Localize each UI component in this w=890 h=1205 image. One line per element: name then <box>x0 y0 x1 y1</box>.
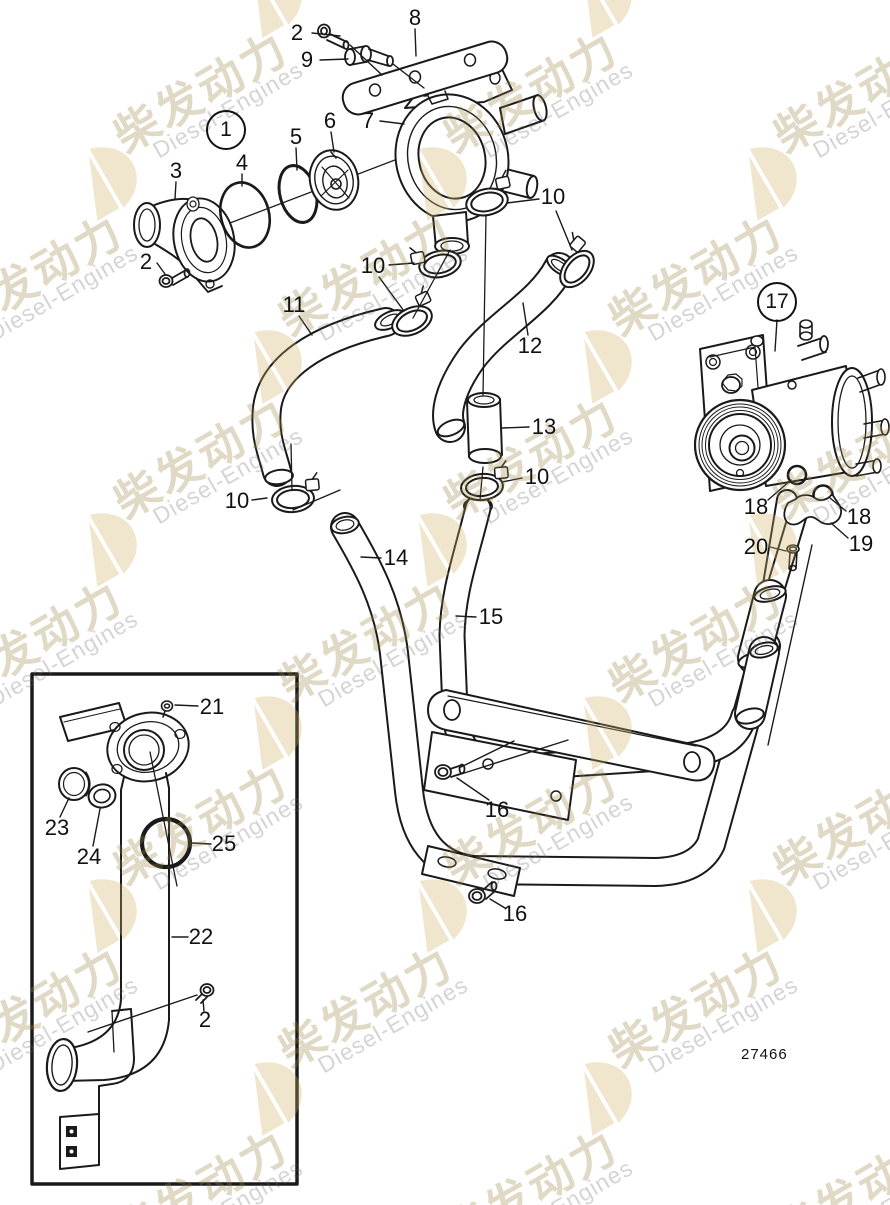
callout-22: 22 <box>188 924 214 949</box>
pipe-14 <box>330 512 781 887</box>
callout-5: 5 <box>289 124 303 149</box>
bolt-16-lower <box>468 881 498 904</box>
callout-21: 21 <box>199 694 225 719</box>
callout-9: 9 <box>300 47 314 72</box>
part-8-bracket <box>341 40 509 116</box>
callout-10: 10 <box>224 488 250 513</box>
drawing-number: 27466 <box>741 1046 788 1063</box>
callout-8: 8 <box>408 5 422 30</box>
callout-10: 10 <box>540 184 566 209</box>
callout-7: 7 <box>361 108 375 133</box>
leader-lines <box>59 28 849 1033</box>
bolt-16-upper <box>434 763 466 780</box>
bolt-21 <box>160 700 174 718</box>
hose-12 <box>432 252 575 443</box>
bolt-2-inset <box>195 983 215 1004</box>
clamp-10-e <box>460 460 509 502</box>
clamp-plate-19 <box>783 493 842 526</box>
plug-23 <box>58 767 91 801</box>
callout-10: 10 <box>524 464 550 489</box>
clamp-10-a <box>465 169 511 217</box>
callout-11: 11 <box>282 292 306 317</box>
part-3-cover <box>130 196 236 293</box>
clamp-10-b <box>409 247 462 279</box>
callout-24: 24 <box>76 844 102 869</box>
pump-17 <box>693 319 890 492</box>
bracket-strap <box>423 689 716 821</box>
part-4-oring <box>218 181 272 249</box>
washer-24 <box>87 783 117 809</box>
clamp-10-d <box>391 285 433 337</box>
callout-18: 18 <box>846 504 872 529</box>
callout-10: 10 <box>360 253 386 278</box>
callout-20: 20 <box>743 534 769 559</box>
connector-13 <box>466 392 503 464</box>
callout-17: 17 <box>757 282 797 322</box>
bolt-20 <box>786 544 800 572</box>
callout-1: 1 <box>206 110 246 150</box>
callout-19: 19 <box>848 531 874 556</box>
callout-13: 13 <box>531 414 557 439</box>
inset-bracket <box>59 1008 135 1170</box>
part-6-thermostat <box>308 149 360 211</box>
callout-12: 12 <box>517 333 543 358</box>
inset-housing-21 <box>59 702 190 783</box>
callout-14: 14 <box>383 545 409 570</box>
callout-6: 6 <box>323 108 337 133</box>
callout-16: 16 <box>484 797 510 822</box>
callout-2: 2 <box>139 249 153 274</box>
bolt-2-left <box>158 268 191 288</box>
callout-2: 2 <box>290 20 304 45</box>
callout-18: 18 <box>743 494 769 519</box>
callout-25: 25 <box>211 831 237 856</box>
callout-2: 2 <box>198 1007 212 1032</box>
callout-23: 23 <box>44 815 70 840</box>
callout-16: 16 <box>502 901 528 926</box>
callout-4: 4 <box>235 150 249 175</box>
oring-25 <box>139 816 193 870</box>
pipe-22 <box>45 772 170 1093</box>
callout-3: 3 <box>169 158 183 183</box>
clamp-10-c <box>559 231 595 289</box>
inset-box <box>30 672 299 1186</box>
oring-18a <box>786 464 808 486</box>
callout-15: 15 <box>478 604 504 629</box>
